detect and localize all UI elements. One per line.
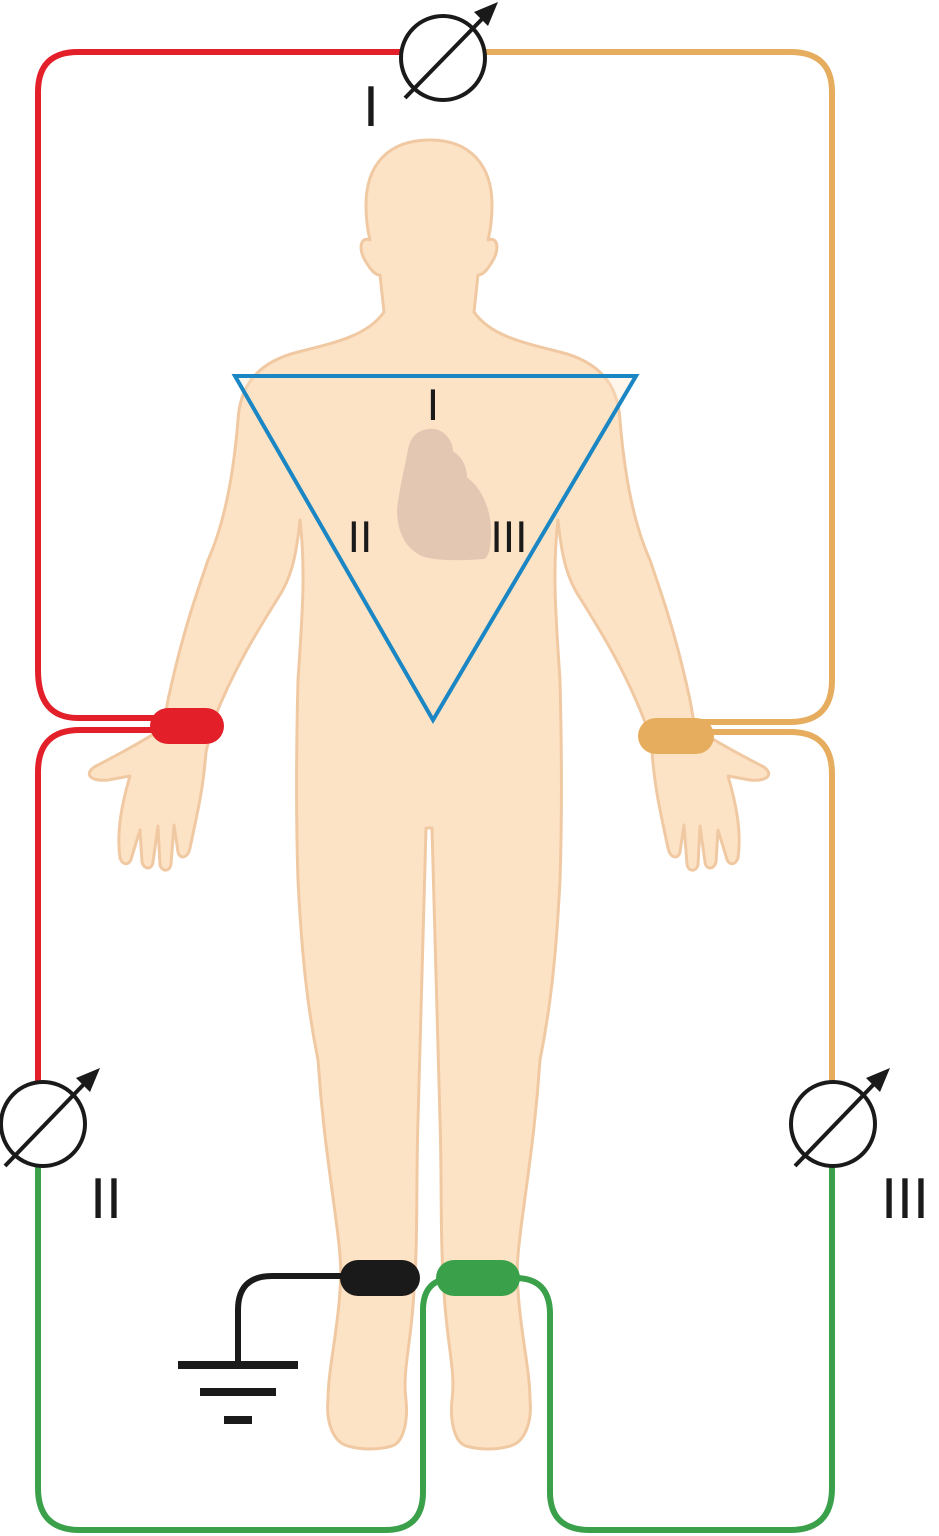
left-leg-electrode: [436, 1260, 520, 1296]
body-silhouette: [87, 138, 771, 1451]
right-arm-wire: [35, 49, 403, 721]
galvanometer-right: [789, 1068, 890, 1168]
ground-icon: [178, 1361, 298, 1424]
einthoven-triangle: [231, 374, 640, 724]
left-arm-electrode: [638, 718, 714, 754]
heart-shape: [396, 428, 492, 561]
galvanometer-icon: [399, 2, 498, 102]
left-arm-wire-lower: [677, 729, 835, 1085]
lead-iii-label: III: [881, 1168, 929, 1231]
galvanometer-top: [399, 2, 498, 102]
lead-i-label: I: [363, 76, 379, 139]
galvanometer-left: [0, 1068, 100, 1168]
left-leg-wire-right: [512, 1163, 835, 1533]
right-arm-electrode: [150, 708, 224, 744]
galvanometer-icon: [789, 1068, 890, 1168]
triangle-lead-i-label: I: [427, 381, 439, 430]
galvanometer-icon: [0, 1068, 100, 1168]
triangle-lead-iii-label: III: [490, 513, 527, 562]
left-leg-wire-left: [35, 1163, 458, 1533]
right-leg-electrode: [340, 1260, 420, 1296]
triangle-lead-ii-label: II: [348, 513, 373, 562]
left-arm-wire: [483, 49, 835, 725]
human-body: [87, 138, 771, 1451]
ground-wire: [235, 1273, 348, 1365]
electrodes: [150, 708, 714, 1296]
lead-ii-label: II: [90, 1168, 122, 1231]
right-arm-wire-lower: [35, 727, 188, 1085]
lead-wires: [35, 49, 835, 1533]
